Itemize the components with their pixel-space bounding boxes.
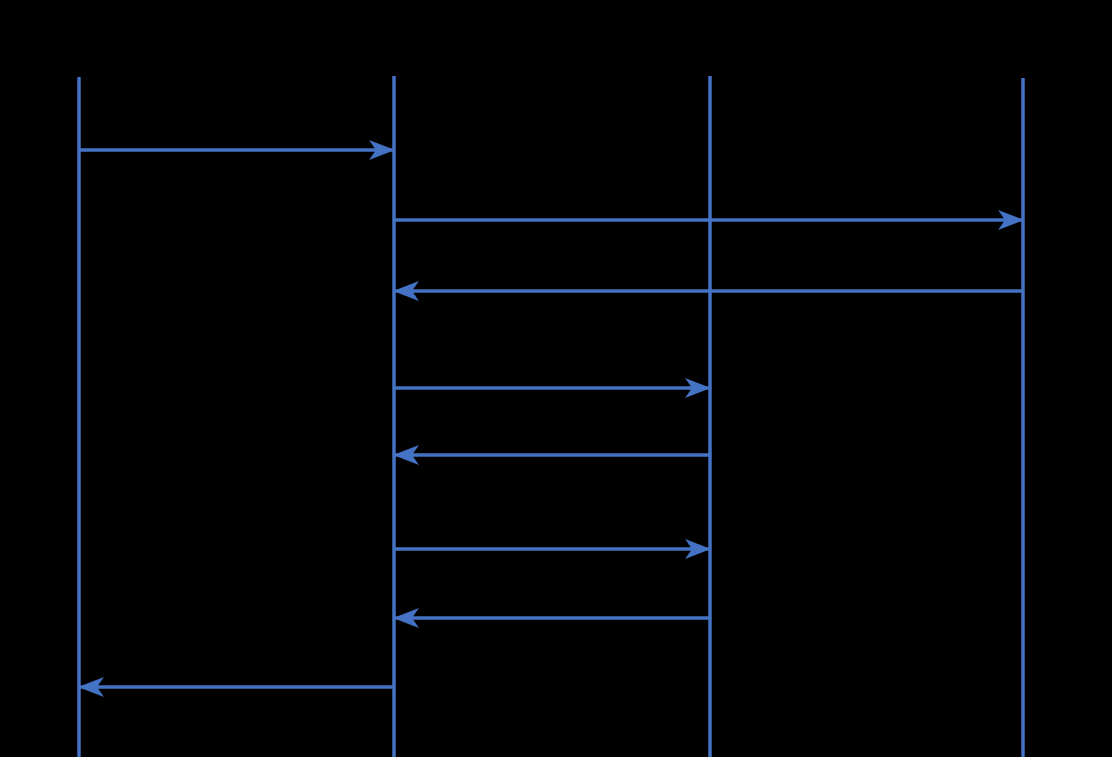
lifelines-group [77, 76, 1025, 757]
messages-group [78, 140, 1024, 697]
